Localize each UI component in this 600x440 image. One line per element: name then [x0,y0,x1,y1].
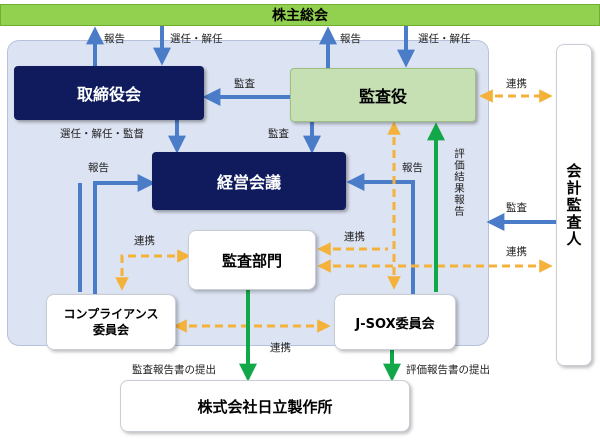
label-audit-board: 監査 [234,78,255,90]
external-auditor-box: 会計監査人 [556,44,592,366]
audit-department-box: 監査部門 [188,230,316,290]
dash-dept-compliance [115,249,191,291]
arrow-report-from-compliance [93,174,156,296]
hitachi-company-box: 株式会社日立製作所 [120,380,410,432]
label-report-management: 報告 [88,162,109,174]
blue-arrows [78,25,556,296]
label-coop-auditors-external: 連携 [506,78,527,90]
shareholders-meeting-bar: 株主総会 [0,4,600,26]
label-audit-external: 監査 [506,202,527,214]
label-elect-supervise: 選任・解任・監督 [60,128,144,140]
label-report-jsox: 報告 [402,162,423,174]
label-coop-dept-jsox: 連携 [344,231,365,243]
label-submit-eval-report: 評価報告書の提出 [406,364,490,376]
label-eval-result-report: 評価結果報告 [453,148,465,217]
label-report-board: 報告 [104,33,125,45]
management-meeting-box: 経営会議 [152,152,346,210]
label-report-auditors: 報告 [340,33,361,45]
corporate-auditors-box: 監査役 [290,68,476,122]
label-audit-management: 監査 [268,128,289,140]
label-submit-audit-report: 監査報告書の提出 [132,364,216,376]
board-of-directors-box: 取締役会 [14,66,204,120]
label-coop-compliance-jsox: 連携 [270,342,291,354]
compliance-committee-box: コンプライアンス 委員会 [46,294,176,350]
label-elect-board: 選任・解任 [170,33,223,45]
green-arrows [239,122,445,382]
label-coop-dept-compliance: 連携 [134,235,155,247]
label-coop-dept-external: 連携 [506,246,527,258]
label-elect-auditors: 選任・解任 [418,33,471,45]
orange-dashed-arrows [115,89,553,333]
jsox-committee-box: J-SOX委員会 [334,294,456,350]
arrow-jsox-report-to-management [346,173,415,294]
